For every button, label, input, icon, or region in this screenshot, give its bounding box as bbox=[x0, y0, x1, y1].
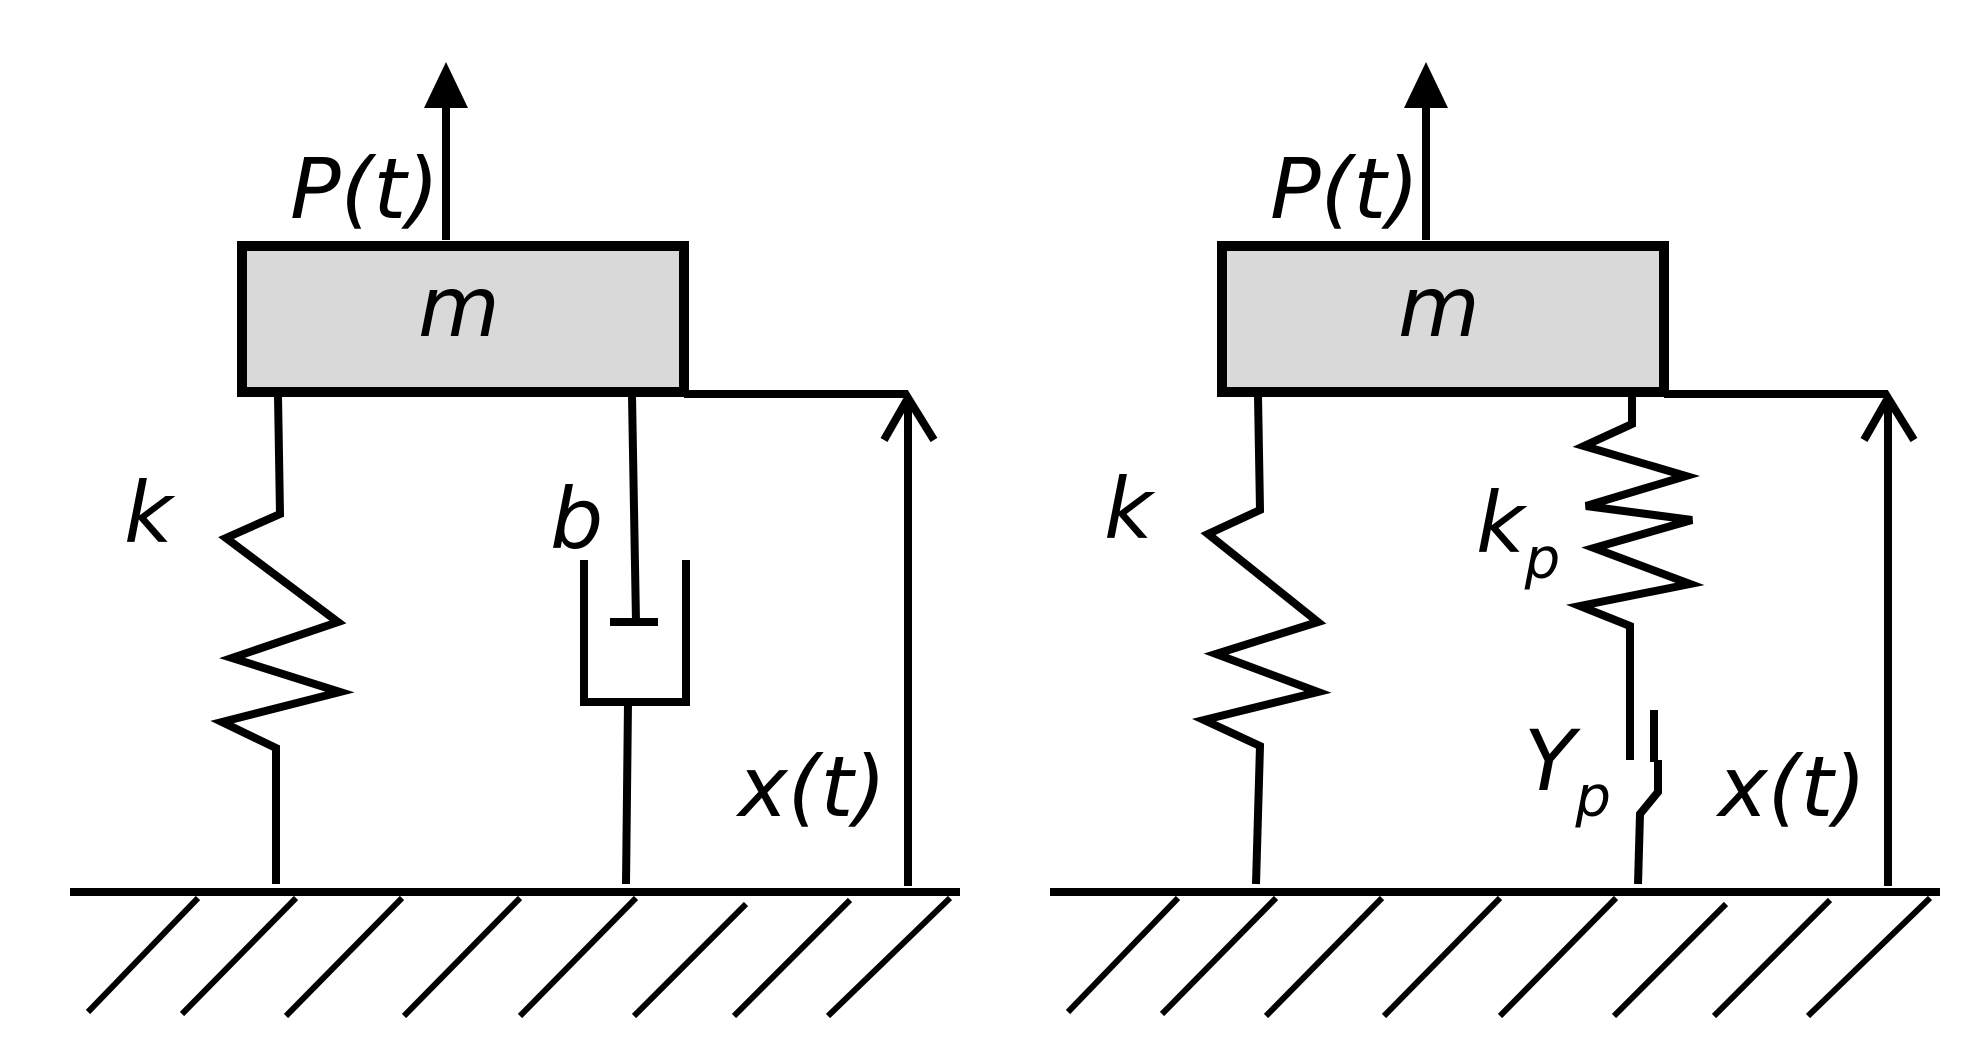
left-spring-label: k bbox=[124, 464, 176, 562]
left-mass-label: m bbox=[418, 258, 500, 356]
left-force-arrow bbox=[424, 62, 468, 240]
right-force-label: P(t) bbox=[1270, 140, 1419, 238]
left-ground bbox=[70, 888, 960, 1019]
left-force-label: P(t) bbox=[290, 140, 439, 238]
left-damper bbox=[580, 395, 690, 885]
left-displacement-arrow bbox=[684, 390, 938, 886]
right-slider-label: Yp bbox=[1524, 712, 1611, 830]
right-displacement-label: x(t) bbox=[1715, 738, 1866, 836]
right-plastic-spring-label: kp bbox=[1476, 474, 1560, 592]
right-system: P(t) m k kp Yp x(t) bbox=[1050, 62, 1940, 1019]
right-slider-symbol: Y bbox=[1524, 712, 1581, 810]
left-spring bbox=[210, 395, 355, 884]
right-plastic-spring-symbol: k bbox=[1476, 474, 1528, 572]
right-force-arrow bbox=[1404, 62, 1448, 240]
right-displacement-arrow bbox=[1664, 390, 1918, 886]
left-mass-block bbox=[237, 241, 689, 397]
right-spring-label: k bbox=[1104, 460, 1156, 558]
right-mass-block bbox=[1217, 241, 1669, 397]
right-ground bbox=[1050, 888, 1940, 1019]
left-system: P(t) m k b x(t) bbox=[70, 62, 960, 1019]
left-damper-label: b bbox=[550, 470, 603, 568]
right-spring bbox=[1191, 395, 1332, 885]
right-slider-subscript: p bbox=[1574, 765, 1611, 830]
right-friction-slider bbox=[1634, 710, 1662, 885]
right-mass-label: m bbox=[1398, 258, 1480, 356]
right-plastic-spring bbox=[1566, 396, 1705, 760]
right-plastic-spring-subscript: p bbox=[1524, 527, 1561, 592]
left-displacement-label: x(t) bbox=[735, 738, 886, 836]
